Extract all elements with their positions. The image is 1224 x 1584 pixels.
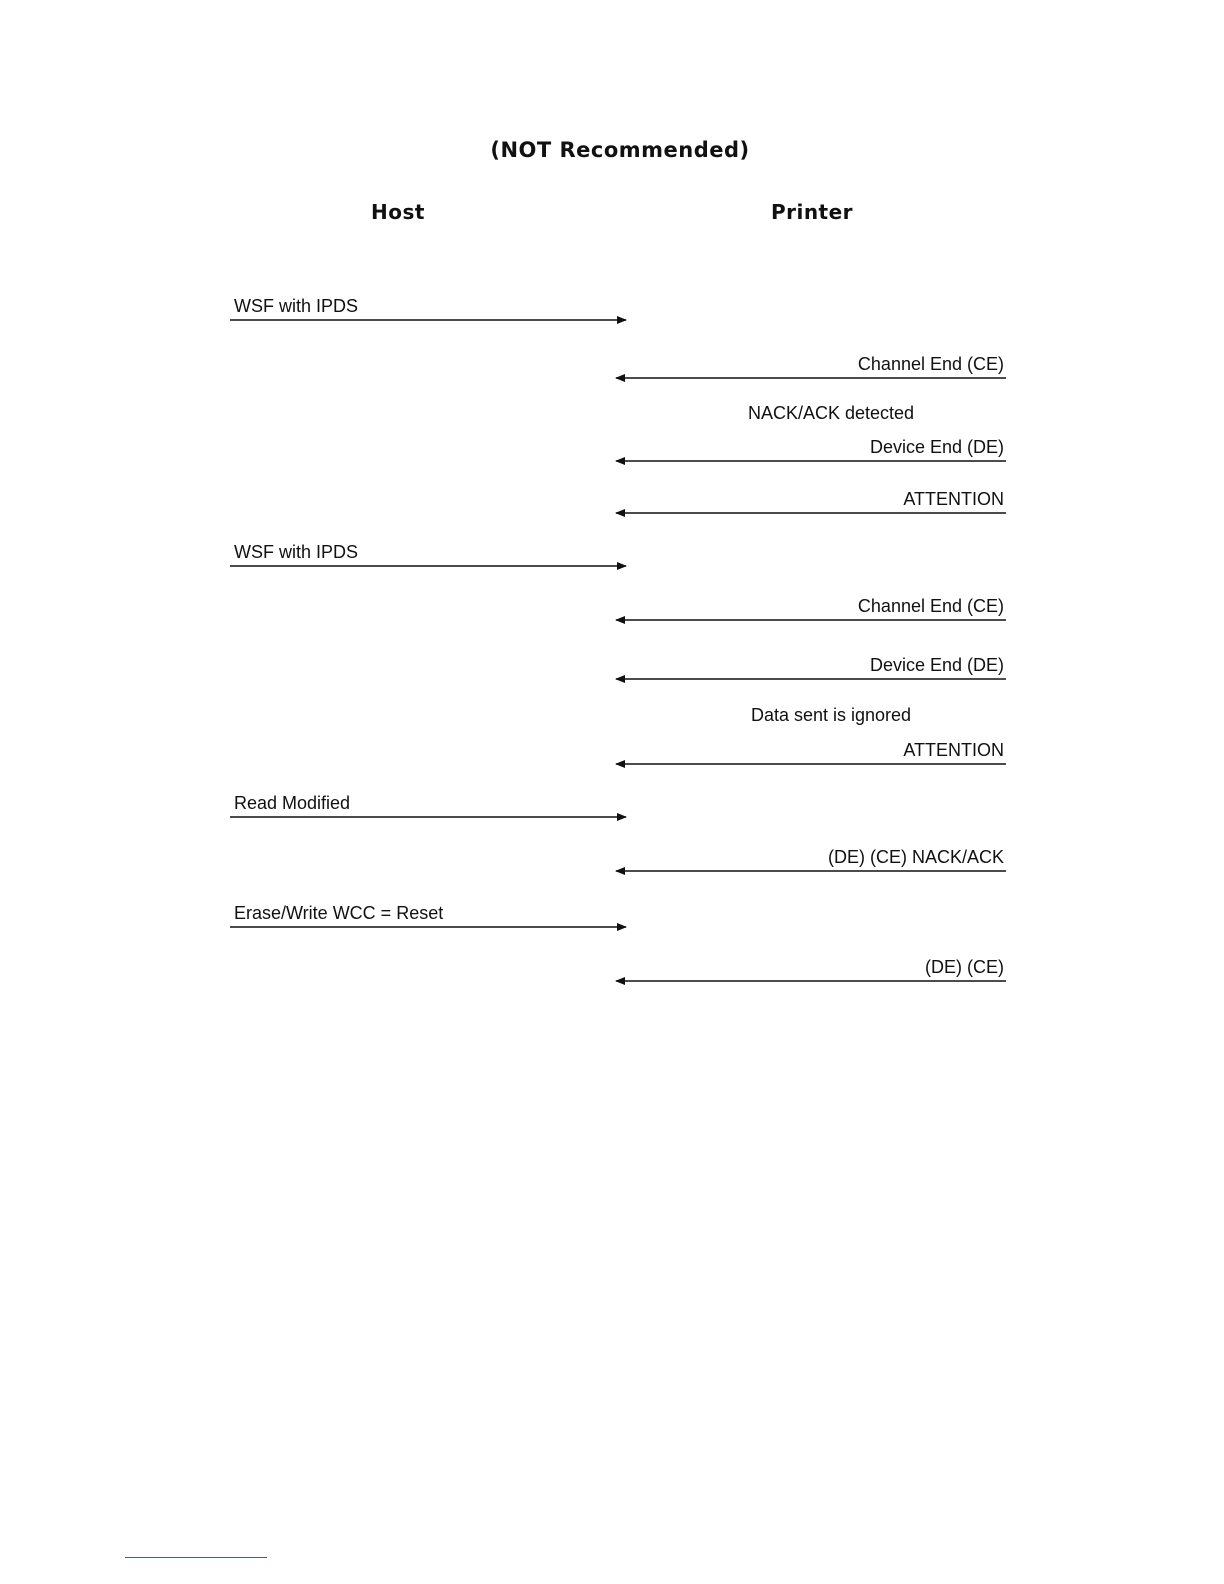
message-label: WSF with IPDS: [234, 296, 358, 316]
message-label: Erase/Write WCC = Reset: [234, 903, 443, 923]
sequence-message: Erase/Write WCC = Reset: [230, 903, 626, 927]
sequence-message: Device End (DE): [616, 437, 1006, 461]
footer-rule: [125, 1557, 267, 1558]
note-label: NACK/ACK detected: [748, 403, 914, 423]
sequence-message: Device End (DE): [616, 655, 1006, 679]
sequence-message: (DE) (CE) NACK/ACK: [616, 847, 1006, 871]
message-label: Channel End (CE): [858, 596, 1004, 616]
message-label: (DE) (CE): [925, 957, 1004, 977]
message-label: Device End (DE): [870, 437, 1004, 457]
sequence-message: ATTENTION: [616, 740, 1006, 764]
message-label: (DE) (CE) NACK/ACK: [828, 847, 1004, 867]
sequence-message: Channel End (CE): [616, 354, 1006, 378]
sequence-message: Channel End (CE): [616, 596, 1006, 620]
sequence-steps: WSF with IPDS Channel End (CE) NACK/ACK de…: [230, 296, 1006, 981]
sequence-message: WSF with IPDS: [230, 296, 626, 320]
message-label: Device End (DE): [870, 655, 1004, 675]
message-label: Channel End (CE): [858, 354, 1004, 374]
message-label: WSF with IPDS: [234, 542, 358, 562]
sequence-message: Read Modified: [230, 793, 626, 817]
sequence-message: WSF with IPDS: [230, 542, 626, 566]
message-label: ATTENTION: [903, 489, 1004, 509]
sequence-message: ATTENTION: [616, 489, 1006, 513]
message-label: ATTENTION: [903, 740, 1004, 760]
sequence-message: (DE) (CE): [616, 957, 1006, 981]
message-label: Read Modified: [234, 793, 350, 813]
sequence-note: Data sent is ignored: [751, 705, 911, 725]
note-label: Data sent is ignored: [751, 705, 911, 725]
sequence-note: NACK/ACK detected: [748, 403, 914, 423]
